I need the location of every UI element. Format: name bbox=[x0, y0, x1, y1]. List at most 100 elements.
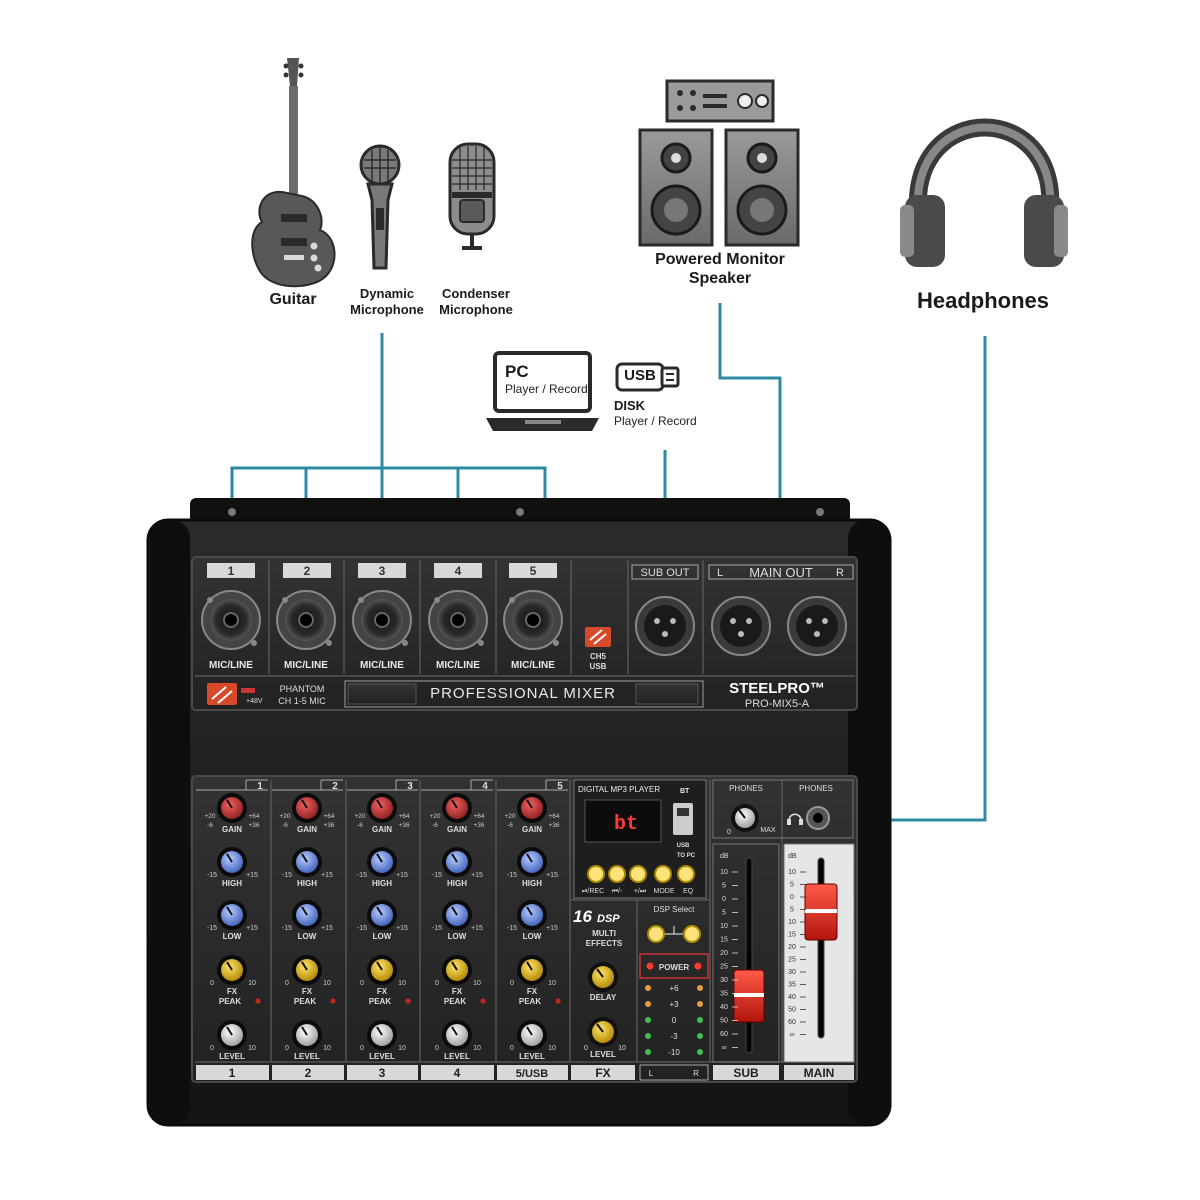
main-fader[interactable] bbox=[804, 883, 838, 941]
ch4-level-label: LEVEL bbox=[444, 1052, 470, 1061]
ch1-gain-tick-4: +36 bbox=[248, 822, 259, 829]
bottom-label-3: 3 bbox=[379, 1066, 386, 1080]
sub-fader[interactable] bbox=[733, 969, 765, 1023]
scale-sub-mark-11: 40 bbox=[720, 1004, 728, 1011]
phones-min: 0 bbox=[727, 829, 731, 836]
ch5-fx-label: FX bbox=[527, 987, 538, 996]
ch2-low-tick-max: +15 bbox=[321, 925, 333, 932]
phones-label-2: PHONES bbox=[799, 784, 833, 793]
mp3-player bbox=[573, 779, 707, 899]
meter-label-3: 0 bbox=[672, 1016, 677, 1025]
ch1-level-knob-pointer bbox=[226, 1026, 233, 1036]
meter-label-5: -10 bbox=[668, 1048, 680, 1057]
ch5-usb-switch[interactable] bbox=[585, 627, 611, 647]
ch2-low-knob-pointer bbox=[301, 906, 308, 916]
input-jack-3[interactable] bbox=[352, 590, 412, 650]
strip-number-4: 4 bbox=[482, 781, 488, 792]
ch5-gain-tick-2: +64 bbox=[548, 813, 559, 820]
mp3-bt: BT bbox=[680, 788, 690, 795]
ch4-low-label: LOW bbox=[448, 932, 467, 941]
dsp-select-buttons[interactable] bbox=[647, 925, 701, 943]
ch3-peak-led bbox=[405, 998, 411, 1004]
guitar-label: Guitar bbox=[269, 291, 317, 308]
scale-main-mark-8: 25 bbox=[788, 957, 796, 964]
brand-name: STEELPRO™ bbox=[729, 680, 825, 697]
scale-main-mark-5: 10 bbox=[788, 919, 796, 926]
ch1-level-label: LEVEL bbox=[219, 1052, 245, 1061]
ch5-gain-tick-3: -6 bbox=[507, 822, 513, 829]
main-out-r-jack[interactable] bbox=[787, 596, 847, 656]
ch3-level-tick-max: 10 bbox=[398, 1045, 406, 1052]
ch2-level-tick-max: 10 bbox=[323, 1045, 331, 1052]
ch4-high-tick-max: +15 bbox=[471, 872, 483, 879]
input-jack-1[interactable] bbox=[201, 590, 261, 650]
ch4-fx-label: FX bbox=[452, 987, 463, 996]
ch3-fx-label: FX bbox=[377, 987, 388, 996]
ch5-high-label: HIGH bbox=[522, 879, 542, 888]
ch3-low-tick-min: -15 bbox=[357, 925, 367, 932]
strip-number-1: 1 bbox=[257, 781, 263, 792]
input-jack-5[interactable] bbox=[503, 590, 563, 650]
strip-number-3: 3 bbox=[407, 781, 413, 792]
phones-label-1: PHONES bbox=[729, 784, 763, 793]
scale-main-mark-7: 20 bbox=[788, 944, 796, 951]
ch5-level-knob-pointer bbox=[526, 1026, 533, 1036]
ch1-high-label: HIGH bbox=[222, 879, 242, 888]
scale-sub-mark-3: 0 bbox=[722, 896, 726, 903]
ch2-low-label: LOW bbox=[298, 932, 317, 941]
ch5-gain-tick-4: +36 bbox=[548, 822, 559, 829]
ch2-gain-tick-4: +36 bbox=[323, 822, 334, 829]
guitar-icon bbox=[251, 58, 336, 288]
ch4-fx-knob-pointer bbox=[451, 961, 458, 971]
ch2-level-tick-min: 0 bbox=[285, 1045, 289, 1052]
scale-sub-mark-5: 10 bbox=[720, 923, 728, 930]
usb-disk-icon bbox=[615, 362, 680, 392]
sub-out-jack[interactable] bbox=[635, 596, 695, 656]
fx-level-knob[interactable] bbox=[588, 1017, 618, 1047]
disk-subtitle: Player / Record bbox=[614, 414, 697, 428]
scale-sub-mark-7: 20 bbox=[720, 950, 728, 957]
input-jack-2[interactable] bbox=[276, 590, 336, 650]
ch4-high-label: HIGH bbox=[447, 879, 467, 888]
mixer-title: PROFESSIONAL MIXER bbox=[430, 685, 616, 702]
ch4-level-tick-min: 0 bbox=[435, 1045, 439, 1052]
ch4-high-knob-pointer bbox=[451, 853, 458, 863]
ch1-fx-knob-pointer bbox=[226, 961, 233, 971]
bottom-label-2: 2 bbox=[305, 1066, 312, 1080]
model-name: PRO-MIX5-A bbox=[745, 698, 810, 710]
scale-main-mark-11: 40 bbox=[788, 994, 796, 1001]
dsp-select-label: DSP Select bbox=[654, 905, 696, 914]
bottom-label-fx: FX bbox=[595, 1066, 610, 1080]
scale-main-mark-2: 5 bbox=[790, 882, 794, 889]
ch3-high-label: HIGH bbox=[372, 879, 392, 888]
ch5-gain-tick-1: +20 bbox=[504, 813, 515, 820]
fx-level-min: 0 bbox=[584, 1045, 588, 1052]
pc-title: PC bbox=[505, 362, 529, 381]
ch4-fx-tick-min: 0 bbox=[435, 980, 439, 987]
fx-delay-knob[interactable] bbox=[588, 962, 618, 992]
main-db-label: dB bbox=[788, 853, 797, 860]
monitor-speaker-label-line1: Powered Monitor bbox=[655, 251, 785, 268]
input-jack-4[interactable] bbox=[428, 590, 488, 650]
phones-level-knob[interactable] bbox=[731, 804, 759, 832]
scale-main-mark-4: 5 bbox=[790, 907, 794, 914]
ch1-peak-label: PEAK bbox=[219, 997, 241, 1006]
ch4-gain-tick-2: +64 bbox=[473, 813, 484, 820]
ch2-peak-led bbox=[330, 998, 336, 1004]
headphone-jack[interactable] bbox=[806, 806, 830, 830]
top-channel-number-3: 3 bbox=[379, 564, 386, 578]
ch1-peak-led bbox=[255, 998, 261, 1004]
ch4-fx-tick-max: 10 bbox=[473, 980, 481, 987]
mp3-buttons[interactable] bbox=[587, 865, 695, 883]
phantom-power-switch[interactable] bbox=[207, 683, 255, 705]
input-label-5: MIC/LINE bbox=[511, 660, 555, 671]
main-out-l-jack[interactable] bbox=[711, 596, 771, 656]
ch2-fx-knob-pointer bbox=[301, 961, 308, 971]
ch1-gain-tick-1: +20 bbox=[204, 813, 215, 820]
ch2-level-knob-pointer bbox=[301, 1026, 308, 1036]
headphones-label: Headphones bbox=[916, 288, 1050, 313]
ch3-fx-tick-min: 0 bbox=[360, 980, 364, 987]
